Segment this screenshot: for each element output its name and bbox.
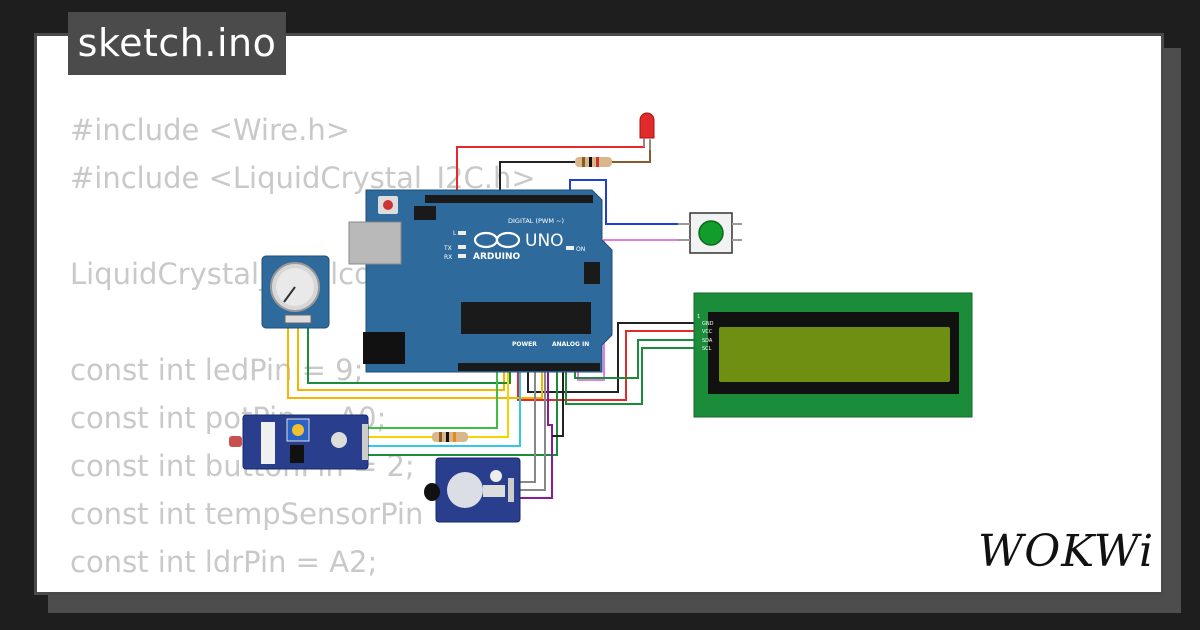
analog-header-label: ANALOG IN (552, 341, 589, 348)
wire-ldr-vcc (364, 368, 498, 429)
wire-lcd-sda (574, 339, 697, 379)
arduino-board[interactable]: DIGITAL (PWM ~) UNO ARDUINO L TX RX ON P… (348, 189, 613, 373)
power-analog-header (458, 363, 600, 371)
temp-pin-header (508, 478, 514, 502)
wire-lcd-scl (565, 347, 697, 405)
lcd-pin-one: 1 (697, 314, 700, 320)
power-header-label: POWER (512, 341, 537, 348)
led-rx-label: RX (444, 254, 452, 261)
wire-pot-gnd (307, 320, 511, 384)
code-line: const int ledPin = 9; (70, 353, 364, 387)
push-button[interactable] (678, 212, 742, 254)
wire-temp-signal (512, 368, 553, 499)
wire-ldr-do (364, 368, 521, 447)
wire-pot-signal (287, 320, 543, 399)
wire-ldr-resistor-out (468, 368, 509, 438)
ldr-pin-header (362, 424, 368, 460)
led-tx-label: TX (443, 245, 452, 252)
microcontroller-chip (461, 302, 591, 334)
temp-sensor-module[interactable] (424, 457, 521, 523)
lcd-pin-sda: SDA (702, 338, 713, 344)
comparator-ic (290, 445, 304, 463)
potentiometer[interactable] (261, 255, 330, 329)
code-line: const int tempSensorPin (70, 497, 424, 531)
icsp-header (584, 262, 600, 284)
board-model: UNO (525, 231, 564, 251)
thermistor (424, 483, 440, 501)
lcd-screen (719, 327, 950, 382)
code-line: const int ldrPin = A2; (70, 545, 378, 579)
icsp2-header (414, 206, 436, 220)
board-brand: ARDUINO (473, 252, 521, 262)
lcd-pin-scl: SCL (702, 346, 712, 352)
wokwi-logo: WOKWi (978, 526, 1155, 577)
red-led[interactable] (639, 112, 655, 150)
code-line: #include <LiquidCrystal_I2C.h> (70, 161, 536, 195)
file-name-tab[interactable]: sketch.ino (68, 12, 286, 75)
resistor-ldr[interactable] (432, 432, 468, 442)
wire-temp-black (552, 368, 564, 437)
ldr-module[interactable] (229, 414, 369, 470)
lcd-pin-vcc: VCC (702, 329, 713, 335)
wire-red-led (456, 137, 645, 198)
usb-port (348, 221, 402, 265)
wire-pink-button (577, 239, 694, 381)
wire-ldr-ao (364, 368, 558, 456)
led-on-label: ON (576, 246, 585, 253)
wire-blue-button (569, 179, 694, 225)
button-cap[interactable] (698, 220, 724, 246)
wire-lcd-gnd (527, 322, 697, 393)
led-l-label: L (453, 230, 457, 237)
wire-black-resistor (499, 161, 575, 198)
pot-knob-indicator (283, 286, 296, 303)
digital-header (425, 195, 593, 203)
power-jack (363, 332, 405, 364)
code-line: #include <Wire.h> (70, 113, 351, 147)
wire-pot-vcc (297, 320, 505, 391)
lcd-i2c[interactable]: 1 GND VCC SDA SCL (693, 292, 973, 418)
wires (287, 137, 697, 499)
reset-button-cap (383, 200, 393, 210)
resistor-led[interactable] (575, 157, 612, 167)
digital-header-label: DIGITAL (PWM ~) (508, 217, 564, 225)
lcd-pin-gnd: GND (702, 321, 714, 327)
wire-temp-vcc (512, 368, 546, 491)
wire-lcd-vcc (517, 330, 697, 401)
photoresistor (229, 436, 242, 447)
arduino-logo (473, 231, 521, 249)
